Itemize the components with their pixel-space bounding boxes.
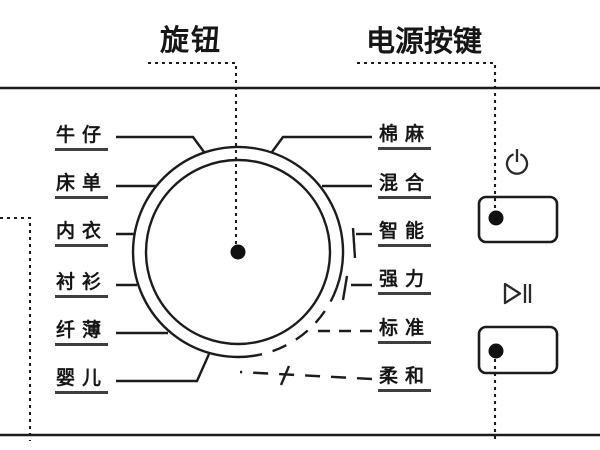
- start-pause-button-shape: [477, 325, 559, 375]
- connector-intensive-tick: [341, 275, 349, 301]
- program-label-right-1: 棉麻: [378, 125, 432, 150]
- knob-center-dot: [230, 244, 246, 260]
- program-label-left-4: 衬衫: [55, 273, 109, 298]
- program-label-left-5: 纤薄: [55, 321, 109, 346]
- program-label-right-2: 混合: [378, 174, 432, 199]
- power-icon: [505, 149, 529, 175]
- connector-smart-tick: [351, 227, 357, 259]
- program-label-right-3: 智能: [378, 222, 432, 247]
- dial-outer-ring-solid: [131, 145, 345, 359]
- connector-baby: [116, 353, 211, 383]
- program-label-left-6: 婴儿: [55, 369, 109, 394]
- power-button-shape: [477, 195, 559, 244]
- program-label-left-1: 牛仔: [55, 126, 109, 151]
- dial-outer-ring-dashed: [259, 287, 338, 356]
- play-pause-icon: [503, 282, 532, 305]
- connector-gentle: [239, 370, 373, 381]
- connector-denim: [116, 135, 205, 153]
- callout-label-power: 电源按键: [366, 26, 483, 58]
- start-pause-button-dot: [488, 343, 504, 359]
- knob-callout-line: [148, 61, 238, 244]
- power-button-dot: [488, 210, 504, 226]
- connector-cotton-linen: [271, 135, 372, 153]
- program-label-left-2: 床单: [55, 174, 109, 199]
- program-label-right-4: 强力: [378, 270, 432, 295]
- program-label-left-3: 内衣: [55, 222, 109, 247]
- connector-gentle-tick: [279, 365, 291, 386]
- left-edge-callout-line: [0, 216, 32, 441]
- callout-label-knob: 旋钮: [160, 25, 223, 57]
- program-label-right-5: 标准: [378, 319, 432, 344]
- dial-inner-ring: [144, 158, 332, 346]
- program-label-right-6: 柔和: [378, 367, 432, 392]
